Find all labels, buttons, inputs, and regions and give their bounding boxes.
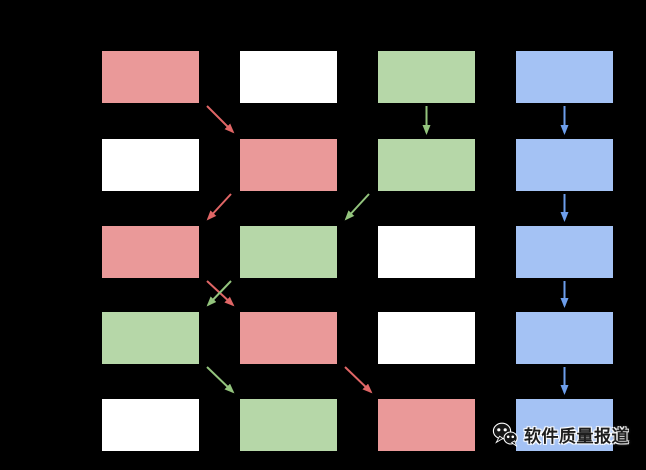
flow-box-r2c2-red: [240, 139, 337, 191]
flow-box-r1c2-white: [240, 51, 337, 103]
flow-box-r4c4-blue: [516, 312, 613, 364]
flow-box-r2c1-white: [102, 139, 199, 191]
flow-arrow-green: [344, 193, 370, 221]
flow-arrow-green: [206, 280, 232, 307]
flow-box-r5c4-blue: [516, 399, 613, 451]
flow-box-r5c2-green: [240, 399, 337, 451]
flow-box-r1c3-green: [378, 51, 475, 103]
flow-box-r3c2-green: [240, 226, 337, 278]
flow-box-r4c3-white: [378, 312, 475, 364]
flow-arrow-red: [344, 366, 373, 394]
flow-box-r4c2-red: [240, 312, 337, 364]
flow-box-r4c1-green: [102, 312, 199, 364]
flow-box-r3c3-white: [378, 226, 475, 278]
flow-box-r1c4-blue: [516, 51, 613, 103]
flow-box-r1c1-red: [102, 51, 199, 103]
flow-box-r5c3-red: [378, 399, 475, 451]
flow-box-r3c1-red: [102, 226, 199, 278]
flow-box-r2c4-blue: [516, 139, 613, 191]
flow-box-r2c3-green: [378, 139, 475, 191]
flow-arrow-red: [206, 105, 235, 134]
flow-box-r5c1-white: [102, 399, 199, 451]
flow-arrow-green: [206, 366, 235, 394]
flow-box-r3c4-blue: [516, 226, 613, 278]
flow-arrow-red: [206, 193, 232, 221]
